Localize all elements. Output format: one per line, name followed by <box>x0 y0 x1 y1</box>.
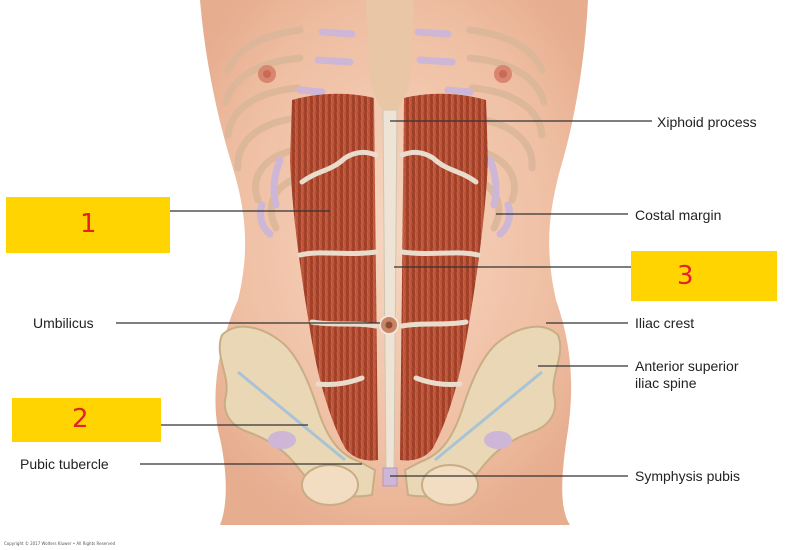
pubic-tubercle-right <box>484 431 512 449</box>
label-costal-margin: Costal margin <box>635 207 722 223</box>
rectus-abdominis-right <box>400 93 488 461</box>
answer-box-3: 3 <box>631 251 777 301</box>
handwritten-number-1: 1 <box>80 209 97 239</box>
nipple-right-center <box>499 70 507 78</box>
handwritten-number-3: 3 <box>677 261 694 291</box>
label-xiphoid-process: Xiphoid process <box>657 114 757 130</box>
nipple-left-center <box>263 70 271 78</box>
leader-lines <box>116 120 652 477</box>
answer-box-1: 1 <box>6 197 170 253</box>
label-asis-line1: Anterior superior <box>635 358 739 374</box>
inguinal-ligament-right <box>434 370 543 462</box>
copyright-notice: Copyright © 2017 Wolters Kluwer • All Ri… <box>4 541 116 546</box>
inguinal-ligament-left <box>237 370 346 462</box>
costal-cartilage-left <box>256 28 356 238</box>
handwritten-number-2: 2 <box>72 404 89 434</box>
rectus-abdominis-left <box>290 93 378 461</box>
label-umbilicus: Umbilicus <box>33 315 94 331</box>
label-pubic-tubercle: Pubic tubercle <box>20 456 109 472</box>
label-symphysis-pubis: Symphysis pubis <box>635 468 741 484</box>
answer-box-2: 2 <box>12 398 161 442</box>
label-asis-line2: iliac spine <box>635 375 697 391</box>
sternum <box>366 0 414 118</box>
pubic-tubercle-left <box>268 431 296 449</box>
umbilicus-center <box>385 321 393 329</box>
tendinous-intersections <box>297 149 481 387</box>
ribs-left <box>222 26 304 232</box>
linea-alba <box>382 109 398 479</box>
costal-cartilage-right <box>414 28 514 238</box>
symphysis-pubis <box>382 467 398 487</box>
label-iliac-crest: Iliac crest <box>635 315 695 331</box>
